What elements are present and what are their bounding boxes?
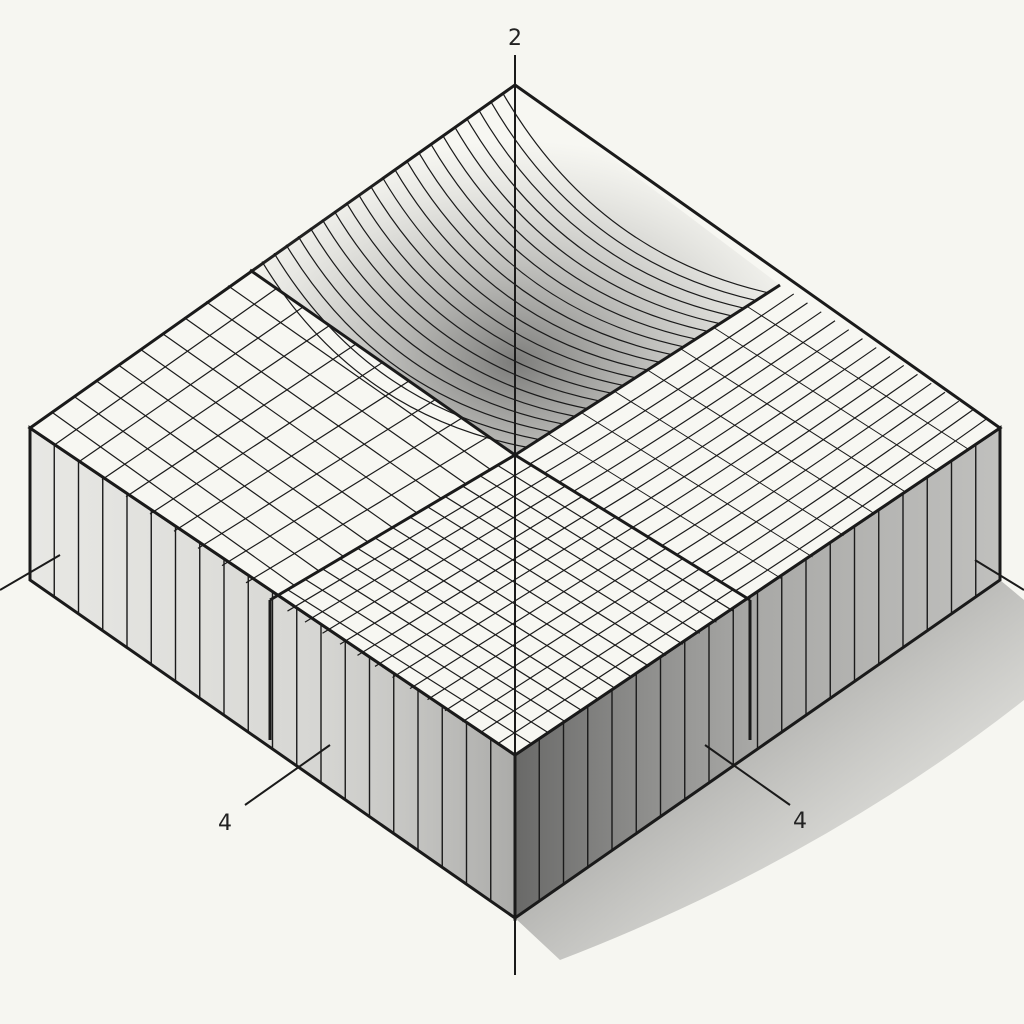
- contour-line-back: [490, 101, 757, 302]
- grid-line-front: [392, 526, 633, 679]
- contour-line-right: [720, 409, 973, 583]
- grid-line-front: [497, 589, 734, 745]
- cross-line-right: [680, 348, 907, 493]
- contour-line-back: [406, 160, 672, 356]
- contour-line-right: [588, 329, 850, 501]
- contour-line-right: [661, 373, 918, 547]
- contour-line-back: [369, 185, 636, 379]
- contour-line-right: [617, 347, 877, 519]
- top-dimension-label: 2: [508, 26, 522, 51]
- grid-line-left: [221, 417, 463, 567]
- contour-line-right: [602, 338, 863, 510]
- grid-line-front: [409, 516, 650, 667]
- contour-line-back: [442, 135, 708, 332]
- contour-line-back: [381, 177, 648, 371]
- contour-line-right: [646, 364, 905, 538]
- contour-line-right: [573, 320, 836, 492]
- grid-line-front: [497, 464, 734, 612]
- contour-line-back: [285, 244, 552, 433]
- surface-grid: [51, 93, 987, 902]
- grid-line-front: [462, 485, 700, 634]
- grid-line-left: [149, 361, 383, 515]
- contour-line-right: [705, 400, 960, 574]
- contour-line-back: [394, 168, 660, 363]
- contour-line-back: [466, 118, 732, 317]
- grid-line-left: [197, 398, 436, 549]
- contour-line-back: [418, 151, 684, 348]
- grid-line-left: [227, 285, 491, 470]
- grid-line-front: [444, 558, 684, 712]
- contour-line-back: [345, 202, 612, 394]
- grid-line-front: [479, 475, 717, 623]
- cross-line-right: [614, 390, 845, 536]
- grid-line-front: [444, 495, 684, 645]
- grid-line-front: [462, 568, 700, 723]
- contour-line-right: [676, 382, 932, 556]
- contour-line-back: [309, 227, 576, 417]
- contour-line-back: [430, 143, 696, 340]
- contour-line-back: [261, 261, 528, 448]
- contour-line-back: [478, 109, 744, 309]
- contour-line-back: [273, 252, 540, 441]
- grid-line-front: [427, 547, 667, 701]
- cross-line-right: [580, 412, 813, 558]
- grid-line-front: [409, 537, 650, 690]
- left-dimension-label: 4: [218, 811, 232, 836]
- contour-line-right: [690, 391, 946, 565]
- grid-line-left: [161, 332, 418, 514]
- cross-line-right: [647, 369, 876, 515]
- contour-line-back: [321, 219, 588, 410]
- contour-line-back: [502, 93, 769, 294]
- left-dimension-leader: [244, 744, 331, 806]
- contour-line-back: [333, 210, 600, 402]
- grid-line-left: [183, 316, 442, 499]
- contour-line-back: [357, 194, 624, 387]
- cross-line-right: [713, 327, 938, 472]
- right-tick: [974, 559, 1024, 591]
- contour-line-right: [734, 418, 987, 592]
- ground-shadow: [515, 580, 1024, 960]
- right-dimension-label: 4: [793, 809, 807, 834]
- contour-line-back: [454, 126, 720, 325]
- cross-line-right: [746, 305, 970, 450]
- right-dimension-leader: [704, 744, 791, 806]
- grid-line-left: [245, 435, 489, 584]
- left-tick: [0, 554, 61, 591]
- contour-line-right: [558, 311, 822, 483]
- grid-line-front: [479, 578, 717, 734]
- grid-line-left: [205, 301, 467, 485]
- grid-line-front: [427, 506, 667, 656]
- contour-line-right: [544, 302, 808, 474]
- contour-line-back: [297, 236, 564, 425]
- contour-line-right: [529, 293, 795, 465]
- contour-line-right: [632, 356, 891, 529]
- cross-line-right: [547, 433, 782, 579]
- grid-line-left: [173, 380, 410, 532]
